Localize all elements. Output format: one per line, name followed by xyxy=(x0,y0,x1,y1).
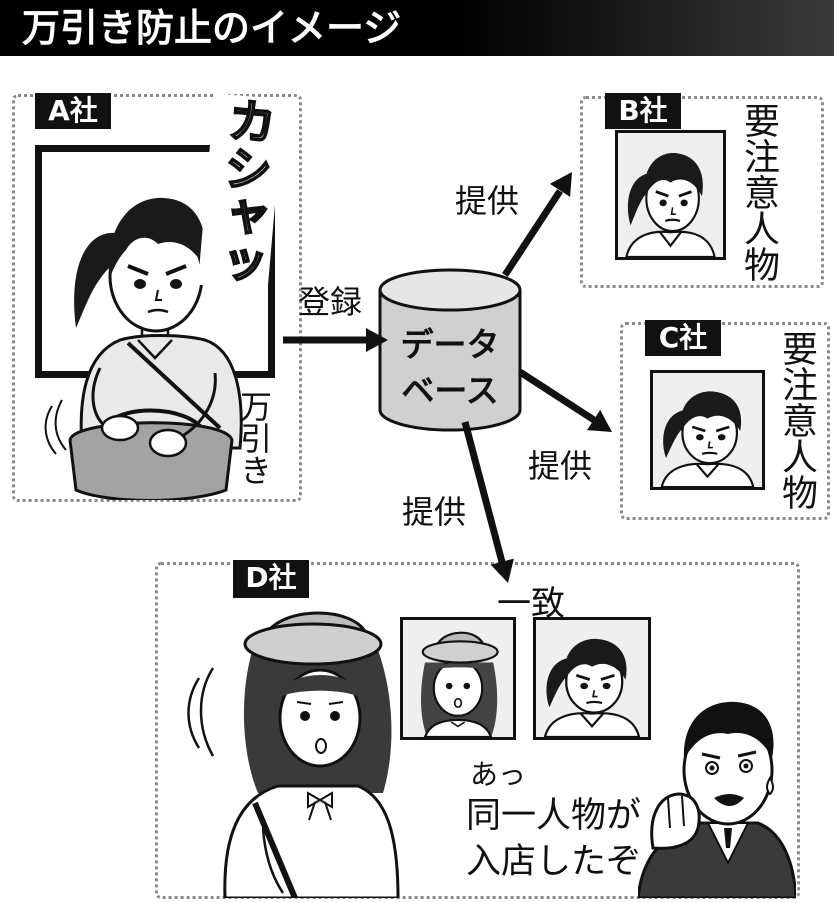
provide-label-c: 提供 xyxy=(528,447,593,485)
store-clerk-illustration xyxy=(638,701,796,898)
company-d-label: D社 xyxy=(233,560,309,598)
provide-arrow-b xyxy=(502,172,572,277)
company-c-label: C社 xyxy=(645,320,721,356)
shoplifting-caption: 万引き xyxy=(235,390,273,486)
database-cylinder-icon xyxy=(378,268,522,432)
caution-person-note-c: 要注意人物 xyxy=(776,330,817,510)
suspect-face-portrait xyxy=(650,370,765,490)
provide-arrow-d xyxy=(461,421,514,583)
provide-arrow-c xyxy=(518,369,612,432)
database-label-line2: ベース xyxy=(401,371,499,410)
suspect-face-portrait xyxy=(615,130,726,260)
caution-person-note-b: 要注意人物 xyxy=(738,102,779,282)
company-a-label: A社 xyxy=(35,93,111,129)
database-label-line1: データ xyxy=(400,325,500,364)
shoplifter-girl-illustration xyxy=(44,197,243,500)
company-b-label: B社 xyxy=(605,93,681,129)
company-d-box xyxy=(155,562,800,899)
registered-face-portrait xyxy=(533,617,651,740)
provide-label-b: 提供 xyxy=(455,182,520,220)
title-bar xyxy=(0,0,834,56)
page-title: 万引き防止のイメージ xyxy=(22,6,402,50)
register-label: 登録 xyxy=(298,283,363,321)
customer-girl-illustration xyxy=(187,611,400,898)
provide-label-d: 提供 xyxy=(402,493,467,531)
speech-line-1: あっ xyxy=(470,758,527,791)
company-a-box xyxy=(12,94,302,502)
speech-line-3: 入店したぞ xyxy=(466,842,642,882)
register-arrow xyxy=(283,328,388,352)
match-label: 一致 xyxy=(497,584,565,624)
company-b-box xyxy=(580,96,824,288)
captured-face-portrait xyxy=(400,617,516,740)
company-c-box xyxy=(620,322,830,520)
speech-line-2: 同一人物が xyxy=(466,796,642,836)
